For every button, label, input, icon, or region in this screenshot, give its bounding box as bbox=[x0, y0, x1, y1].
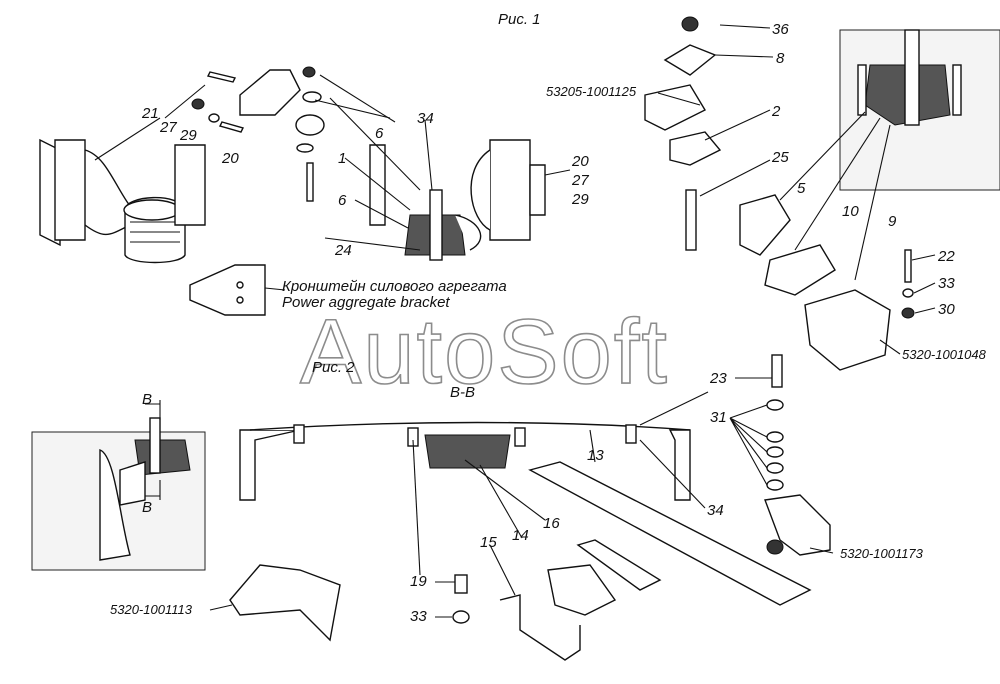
callout-13: 13 bbox=[587, 447, 604, 464]
bracket-15 bbox=[499, 594, 581, 661]
callout-30: 30 bbox=[938, 301, 955, 318]
figure1-caption: Рис. 1 bbox=[498, 11, 541, 28]
callout-10: 10 bbox=[842, 203, 859, 220]
cut-mark-top: В bbox=[142, 391, 152, 408]
plate-13 bbox=[528, 461, 812, 606]
callout-6-top: 6 bbox=[375, 125, 384, 142]
bracket-53205-1001125 bbox=[644, 84, 706, 131]
callout-8: 8 bbox=[776, 50, 785, 67]
callout-27-left: 27 bbox=[159, 119, 177, 136]
bracket-5320-1001048 bbox=[804, 289, 891, 371]
watermark: AutoSoft bbox=[300, 301, 669, 403]
part-code-5320-1001173: 5320-1001173 bbox=[840, 546, 924, 561]
callout-1: 1 bbox=[338, 150, 346, 167]
callout-31: 31 bbox=[710, 409, 727, 426]
part-code-5320-1001048: 5320-1001048 bbox=[902, 347, 987, 362]
callout-33-top: 33 bbox=[938, 275, 955, 292]
callout-16: 16 bbox=[543, 515, 560, 532]
cut-mark-bottom: В bbox=[142, 499, 152, 516]
part-code-5320-1001113: 5320-1001113 bbox=[110, 602, 193, 617]
bracket-10 bbox=[764, 244, 836, 296]
part-code-53205-1001125: 53205-1001125 bbox=[546, 84, 637, 99]
callout-23: 23 bbox=[709, 370, 727, 387]
callout-19: 19 bbox=[410, 573, 427, 590]
callout-29-right: 29 bbox=[571, 191, 589, 208]
callout-20-right: 20 bbox=[571, 153, 589, 170]
callout-14: 14 bbox=[512, 527, 529, 544]
figure2-caption: Рис. 2 bbox=[312, 359, 355, 376]
cushion-14 bbox=[424, 434, 511, 469]
left-mount-assembly bbox=[39, 66, 571, 316]
power-aggregate-bracket bbox=[189, 264, 266, 316]
callout-15: 15 bbox=[480, 534, 497, 551]
callout-20-left: 20 bbox=[221, 150, 239, 167]
callout-27-right: 27 bbox=[571, 172, 589, 189]
right-mount-assembly bbox=[644, 16, 1000, 371]
bracket-caption-en: Power aggregate bracket bbox=[282, 294, 450, 311]
callout-29-left: 29 bbox=[179, 127, 197, 144]
bracket-caption-ru: Кронштейн силового агрегата bbox=[282, 278, 507, 295]
callout-34-bottom: 34 bbox=[707, 502, 724, 519]
washer-8 bbox=[663, 44, 717, 76]
callout-34-top: 34 bbox=[417, 110, 434, 127]
callout-33-bottom: 33 bbox=[410, 608, 427, 625]
section-caption: В-В bbox=[450, 384, 475, 401]
cushion-14-part bbox=[547, 564, 617, 616]
callout-9: 9 bbox=[888, 213, 897, 230]
callout-22: 22 bbox=[937, 248, 955, 265]
upper-bracket bbox=[239, 69, 301, 116]
cushion-5 bbox=[739, 194, 791, 256]
left-support bbox=[239, 429, 301, 501]
callout-2: 2 bbox=[771, 103, 781, 120]
callout-24: 24 bbox=[334, 242, 352, 259]
callout-21: 21 bbox=[141, 105, 159, 122]
callout-6-bottom: 6 bbox=[338, 192, 347, 209]
callout-36: 36 bbox=[772, 21, 789, 38]
figure2-assembly bbox=[31, 354, 834, 661]
bolt-21 bbox=[206, 71, 237, 83]
bracket-5320-1001173 bbox=[764, 494, 831, 556]
callout-25: 25 bbox=[771, 149, 789, 166]
callout-5: 5 bbox=[797, 180, 806, 197]
bracket-5320-1001113 bbox=[229, 564, 341, 642]
